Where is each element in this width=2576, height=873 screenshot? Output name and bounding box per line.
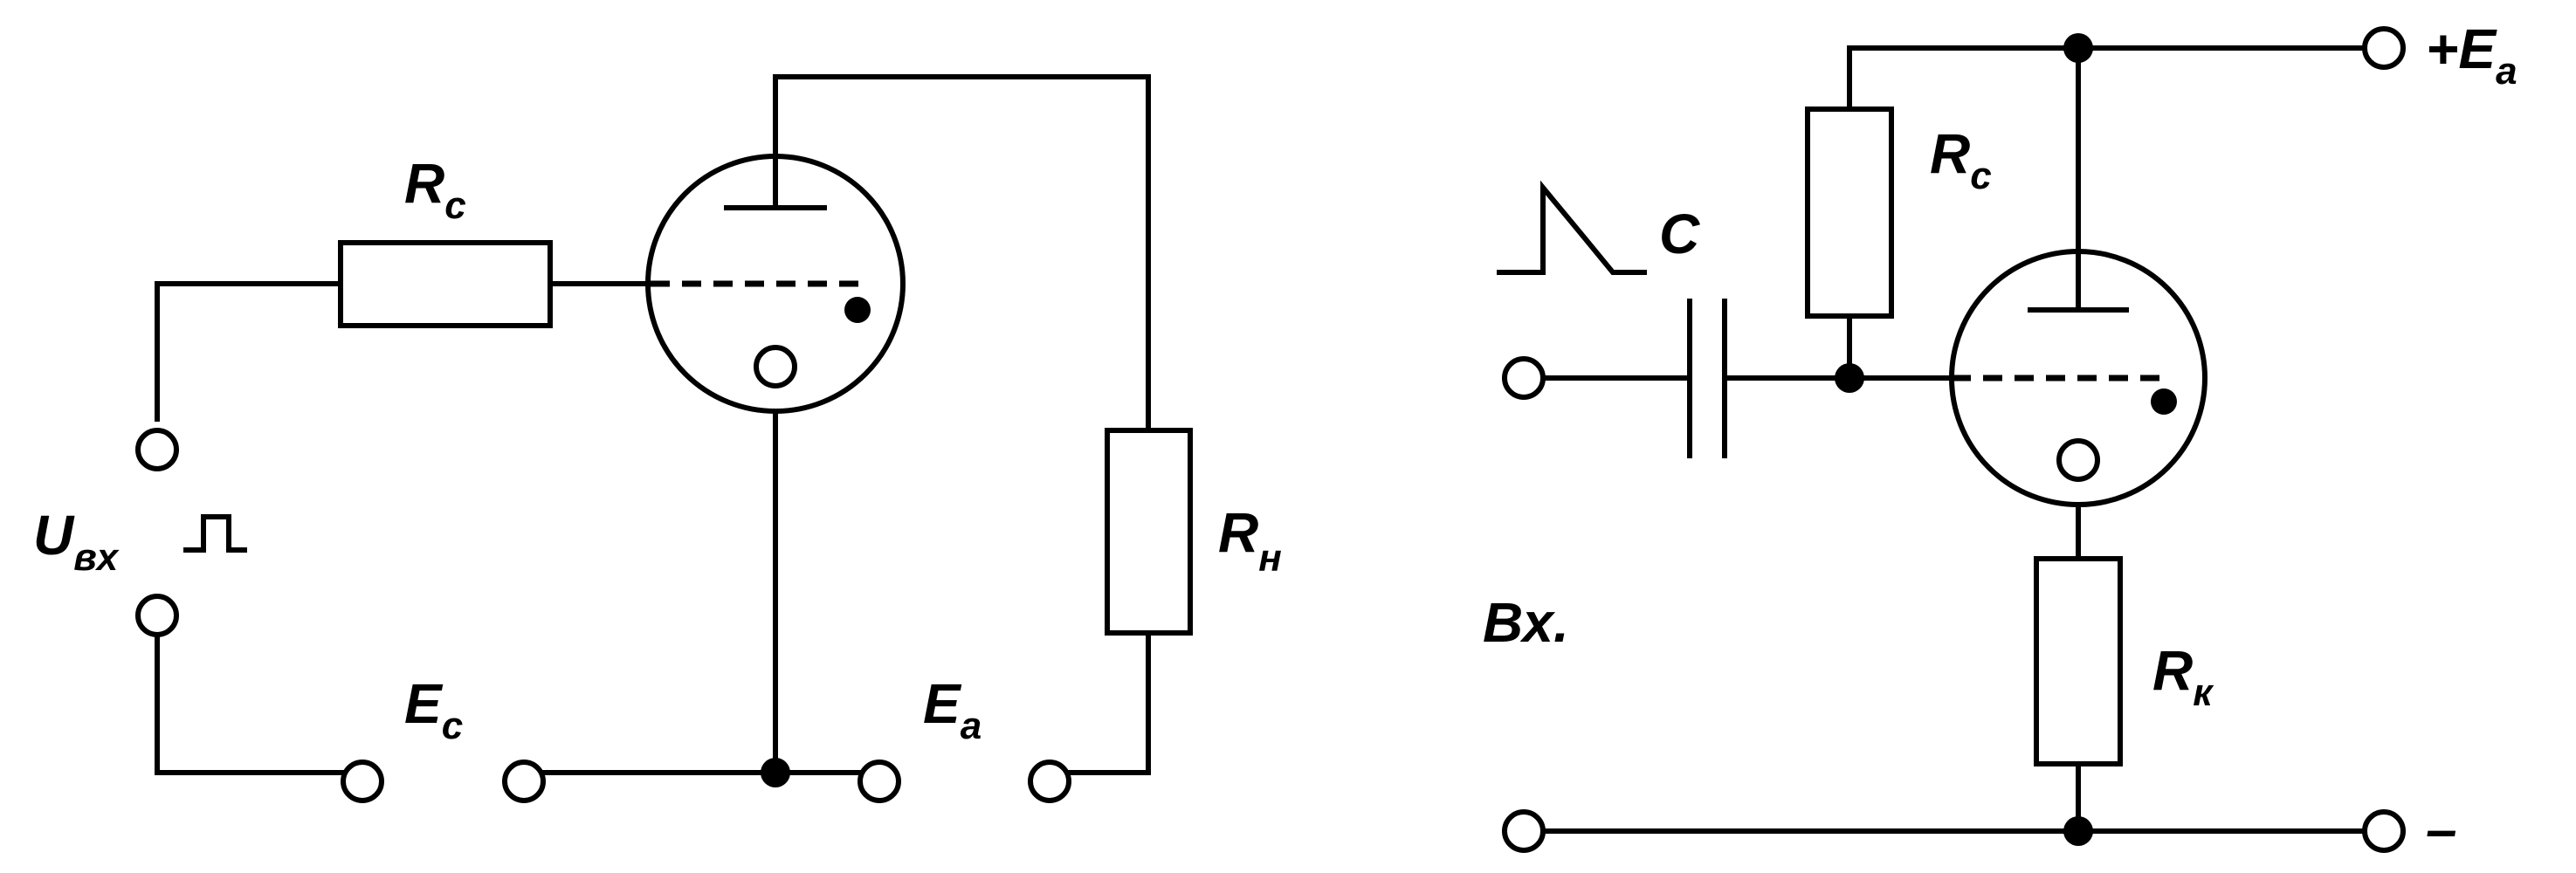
- right-circuit: C Rc Rк +Ea – Вх.: [1483, 17, 2517, 861]
- right-supply-junction: [2063, 33, 2093, 63]
- right-supply-negative-terminal: [2362, 809, 2406, 853]
- left-anode-wire: [773, 74, 1151, 433]
- right-ea-label: +Ea: [2426, 17, 2517, 93]
- right-input-label: Вх.: [1483, 591, 1569, 654]
- right-rk-label: Rк: [2152, 639, 2214, 714]
- left-input-terminal-bottom: [135, 594, 179, 637]
- left-ec-label: Ec: [404, 672, 463, 747]
- left-ea-label: Ea: [923, 672, 981, 747]
- left-input-terminal-top: [135, 428, 179, 471]
- left-load-resistor: [1105, 428, 1193, 636]
- right-capacitor: [1687, 299, 1727, 458]
- left-input-ec-wire: [155, 630, 348, 775]
- right-triode-tube: [1949, 249, 2208, 507]
- left-pulse-icon: [183, 514, 247, 553]
- right-minus-label: –: [2426, 798, 2457, 861]
- right-c-label: C: [1659, 203, 1700, 265]
- left-ec-terminal-right: [502, 760, 546, 803]
- right-input-terminal: [1502, 356, 1546, 400]
- left-load-to-ea-wire: [1064, 630, 1151, 775]
- left-uvx-label: Uвх: [33, 504, 120, 579]
- right-supply-positive-terminal: [2362, 26, 2406, 70]
- left-ea-terminal-right: [1028, 760, 1071, 803]
- right-grid-resistor: [1805, 107, 1894, 319]
- right-ground-left-terminal: [1502, 809, 1546, 853]
- left-circuit: Rc Rн Uвх Ec Ea: [33, 74, 1282, 803]
- left-ec-terminal-left: [341, 760, 384, 803]
- left-ea-terminal-left: [858, 760, 901, 803]
- left-rc-label: Rc: [404, 152, 466, 227]
- left-triode-tube: [645, 154, 906, 414]
- left-input-grid-wire: [155, 281, 343, 422]
- left-grid-resistor: [338, 240, 553, 328]
- right-sawtooth-icon: [1497, 180, 1647, 275]
- right-cathode-resistor: [2034, 556, 2123, 766]
- left-ground-junction: [761, 758, 790, 787]
- right-rc-label: Rc: [1930, 122, 1992, 197]
- right-grid-junction: [1835, 363, 1864, 393]
- left-rn-label: Rн: [1218, 501, 1282, 580]
- right-ground-junction: [2063, 816, 2093, 846]
